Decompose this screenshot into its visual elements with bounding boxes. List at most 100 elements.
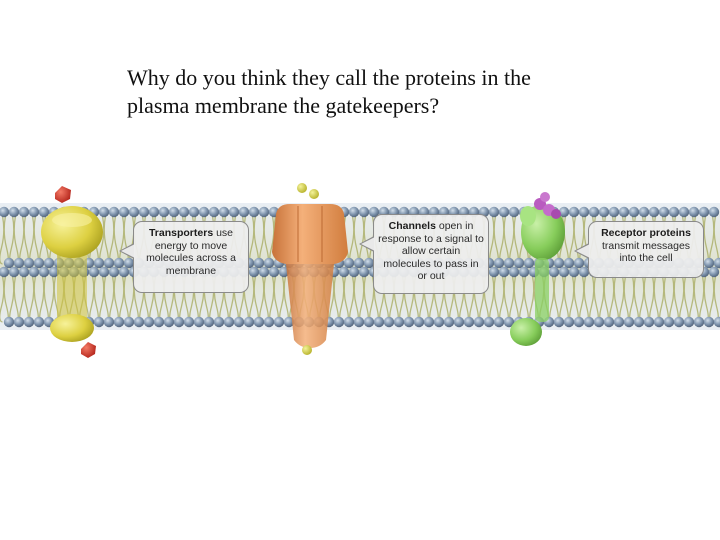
lipid-head: [348, 206, 360, 218]
lipid-head: [333, 316, 345, 328]
transporter-protein: [41, 206, 103, 342]
lipid-head: [108, 266, 120, 278]
lipid-head: [578, 266, 590, 278]
lipid-head: [688, 206, 700, 218]
lipid-head: [0, 206, 10, 218]
channel-ion: [297, 183, 307, 193]
lipid-head: [3, 257, 15, 269]
lipid-head: [713, 316, 720, 328]
lipid-head: [118, 266, 130, 278]
lipid-head: [108, 206, 120, 218]
lipid-head: [433, 316, 445, 328]
transporter-cargo-bottom: [81, 342, 96, 358]
callout-receptors-text: transmit messages into the cell: [601, 239, 691, 265]
lipid-head: [238, 206, 250, 218]
lipid-head: [258, 266, 270, 278]
lipid-head: [18, 266, 30, 278]
lipid-head: [213, 316, 225, 328]
lipid-head: [483, 316, 495, 328]
lipid-head: [558, 206, 570, 218]
lipid-head: [183, 316, 195, 328]
lipid-head: [508, 266, 520, 278]
lipid-head: [573, 257, 585, 269]
channel-protein: [272, 204, 348, 348]
lipid-head: [263, 257, 275, 269]
lipid-head: [633, 316, 645, 328]
lipid-head: [243, 316, 255, 328]
lipid-head: [88, 266, 100, 278]
transporter-cargo-top: [55, 186, 71, 203]
callout-transporters-title: Transporters: [148, 227, 214, 239]
lipid-head: [3, 316, 15, 328]
lipid-head: [373, 316, 385, 328]
lipid-head: [683, 316, 695, 328]
lipid-head: [493, 257, 505, 269]
lipid-head: [248, 266, 260, 278]
lipid-head: [93, 316, 105, 328]
lipid-head: [358, 206, 370, 218]
lipid-head: [248, 206, 260, 218]
lipid-head: [33, 257, 45, 269]
lipid-head: [28, 266, 40, 278]
lipid-head: [638, 206, 650, 218]
lipid-head: [173, 316, 185, 328]
lipid-head: [123, 257, 135, 269]
lipid-head: [253, 257, 265, 269]
lipid-head: [273, 316, 285, 328]
lipid-head: [113, 257, 125, 269]
lipid-head: [523, 257, 535, 269]
lipid-head: [233, 316, 245, 328]
lipid-head: [33, 316, 45, 328]
lipid-head: [583, 316, 595, 328]
lipid-head: [613, 316, 625, 328]
lipid-head: [148, 206, 160, 218]
lipid-head: [413, 316, 425, 328]
lipid-head: [553, 316, 565, 328]
lipid-head: [623, 316, 635, 328]
lipid-head: [13, 316, 25, 328]
lipid-head: [588, 206, 600, 218]
lipid-head: [153, 316, 165, 328]
lipid-head: [178, 206, 190, 218]
lipid-head: [138, 206, 150, 218]
lipid-head: [363, 316, 375, 328]
lipid-head: [498, 206, 510, 218]
lipid-head: [503, 316, 515, 328]
lipid-head: [163, 316, 175, 328]
callout-receptors-title: Receptor proteins: [601, 227, 691, 239]
lipid-head: [203, 316, 215, 328]
lipid-head: [708, 266, 720, 278]
lipid-head: [168, 206, 180, 218]
lipid-head: [698, 206, 710, 218]
lipid-head: [568, 206, 580, 218]
lipid-head: [603, 316, 615, 328]
lipid-head: [703, 257, 715, 269]
lipid-head: [228, 206, 240, 218]
lipid-head: [493, 316, 505, 328]
question-text: Why do you think they call the proteins …: [127, 64, 597, 120]
lipid-head: [498, 266, 510, 278]
lipid-head: [598, 206, 610, 218]
lipid-head: [518, 266, 530, 278]
lipid-head: [473, 316, 485, 328]
lipid-head: [423, 316, 435, 328]
lipid-head: [563, 316, 575, 328]
channel-ion: [302, 345, 312, 355]
lipid-head: [453, 316, 465, 328]
lipid-head: [658, 206, 670, 218]
lipid-head: [198, 206, 210, 218]
lipid-head: [488, 206, 500, 218]
callout-channels-title: Channels: [388, 220, 436, 232]
lipid-head: [188, 206, 200, 218]
lipid-head: [113, 316, 125, 328]
lipid-head: [158, 206, 170, 218]
question-line-2: plasma membrane the gatekeepers?: [127, 93, 440, 118]
lipid-head: [208, 206, 220, 218]
lipid-head: [628, 206, 640, 218]
lipid-head: [393, 316, 405, 328]
lipid-head: [593, 316, 605, 328]
lipid-head: [648, 206, 660, 218]
lipid-head: [38, 206, 50, 218]
lipid-head: [383, 316, 395, 328]
lipid-head: [103, 257, 115, 269]
